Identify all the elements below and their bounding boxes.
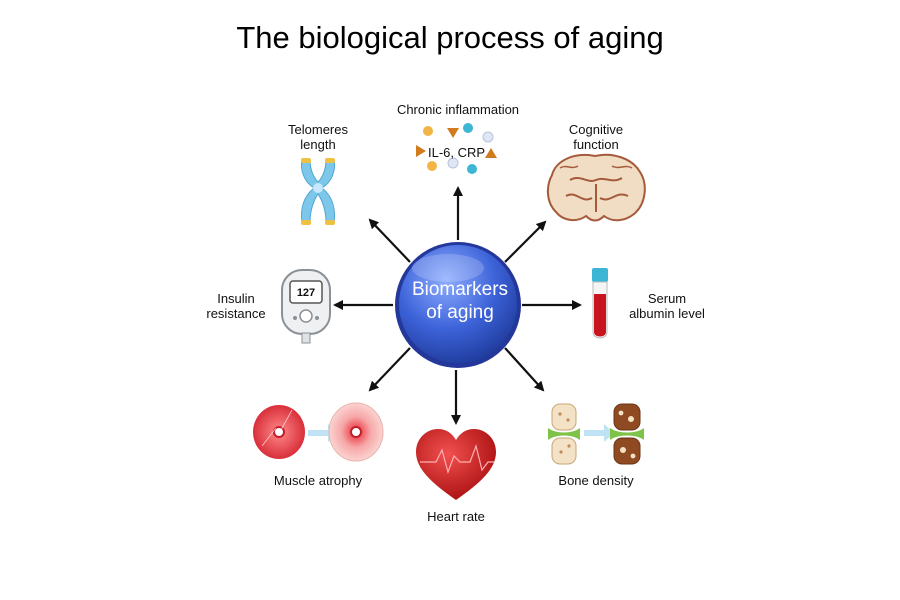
label-il6-crp: IL-6, CRP (428, 145, 486, 160)
label-albumin-line2: albumin level (629, 306, 705, 321)
arrow-cognitive (504, 220, 547, 263)
label-insulin: Insulin resistance (196, 291, 276, 321)
molecules-icon (416, 123, 497, 174)
arrow-bone (504, 347, 545, 392)
hub-label: Biomarkers of aging (395, 278, 525, 324)
label-insulin-line1: Insulin (217, 291, 255, 306)
label-cognitive-line2: function (573, 137, 619, 152)
label-telomeres: Telomeres length (270, 122, 366, 152)
label-albumin-line1: Serum (647, 291, 687, 306)
label-albumin: Serum albumin level (612, 291, 722, 321)
arrow-muscle (368, 347, 411, 392)
muscle-icon (253, 402, 384, 462)
glucometer-reading: 127 (296, 287, 316, 299)
label-insulin-line2: resistance (206, 306, 266, 321)
arrow-telomeres (368, 218, 411, 263)
label-bone-density: Bone density (558, 473, 634, 488)
label-cognitive-line1: Cognitive (568, 122, 624, 137)
bone-joint-icon (548, 403, 644, 465)
label-telomeres-line1: Telomeres (288, 122, 348, 137)
hub-circle (395, 242, 521, 368)
hub-label-line2: of aging (426, 302, 494, 323)
brain-icon (546, 153, 646, 222)
label-chronic-inflammation: Chronic inflammation (396, 102, 520, 117)
blood-tube-icon (592, 268, 608, 339)
label-telomeres-line2: length (300, 137, 336, 152)
label-cognitive: Cognitive function (548, 122, 644, 152)
page-title: The biological process of aging (236, 20, 664, 55)
label-muscle-atrophy: Muscle atrophy (273, 473, 363, 488)
glucometer-icon (281, 269, 331, 344)
chromosome-icon (301, 158, 335, 225)
label-heart-rate: Heart rate (427, 509, 485, 524)
hub-label-line1: Biomarkers (411, 279, 509, 300)
heart-icon (416, 429, 496, 500)
arrows (333, 186, 582, 425)
